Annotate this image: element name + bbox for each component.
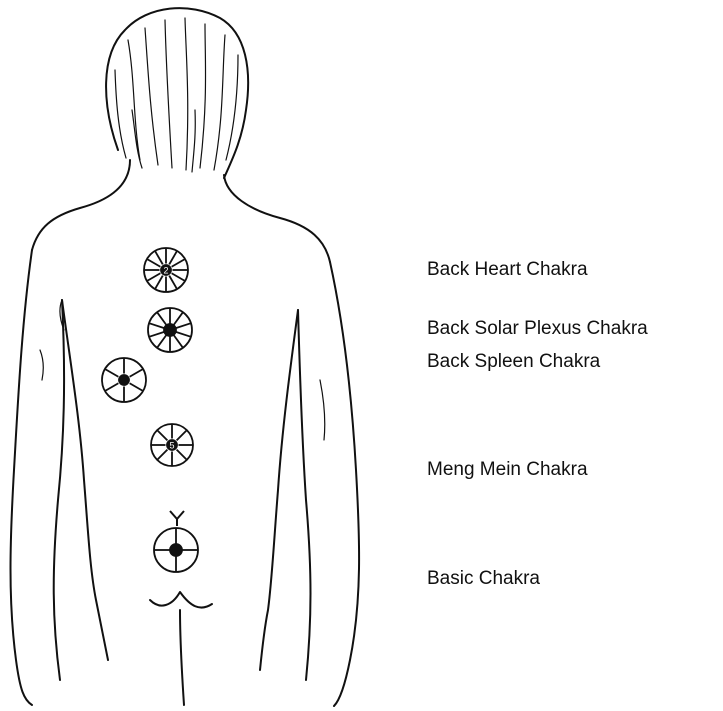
- left-arm-inner: [54, 300, 64, 680]
- chakra-symbol-basic: [154, 528, 198, 572]
- tailbone-mark: [170, 511, 184, 526]
- torso-right-side: [260, 310, 298, 670]
- torso-left-side: [62, 300, 108, 660]
- buttocks-crease: [150, 592, 212, 608]
- label-back-heart-chakra: Back Heart Chakra: [427, 259, 588, 281]
- left-arm-outer: [11, 250, 33, 705]
- label-back-solar-plexus-chakra: Back Solar Plexus Chakra: [427, 318, 648, 340]
- right-arm-outer: [330, 262, 359, 706]
- head-outline: [106, 8, 248, 178]
- label-meng-mein-chakra: Meng Mein Chakra: [427, 459, 588, 481]
- neck-shoulder-right: [224, 175, 330, 262]
- chakra-center-mark: 5: [169, 441, 174, 451]
- chakra-symbol-back-heart: 2: [144, 248, 188, 292]
- legs-split: [180, 610, 184, 705]
- chakra-symbol-back-solar-plexus: [148, 308, 192, 352]
- label-basic-chakra: Basic Chakra: [427, 568, 540, 590]
- hair-strands: [115, 18, 238, 172]
- chakra-symbol-meng-mein: 5: [151, 424, 193, 466]
- chakra-center-mark: 2: [163, 266, 168, 276]
- label-back-spleen-chakra: Back Spleen Chakra: [427, 351, 600, 373]
- chakra-symbol-back-spleen: [102, 358, 146, 402]
- right-arm-inner: [298, 310, 311, 680]
- neck-shoulder-left: [32, 160, 130, 250]
